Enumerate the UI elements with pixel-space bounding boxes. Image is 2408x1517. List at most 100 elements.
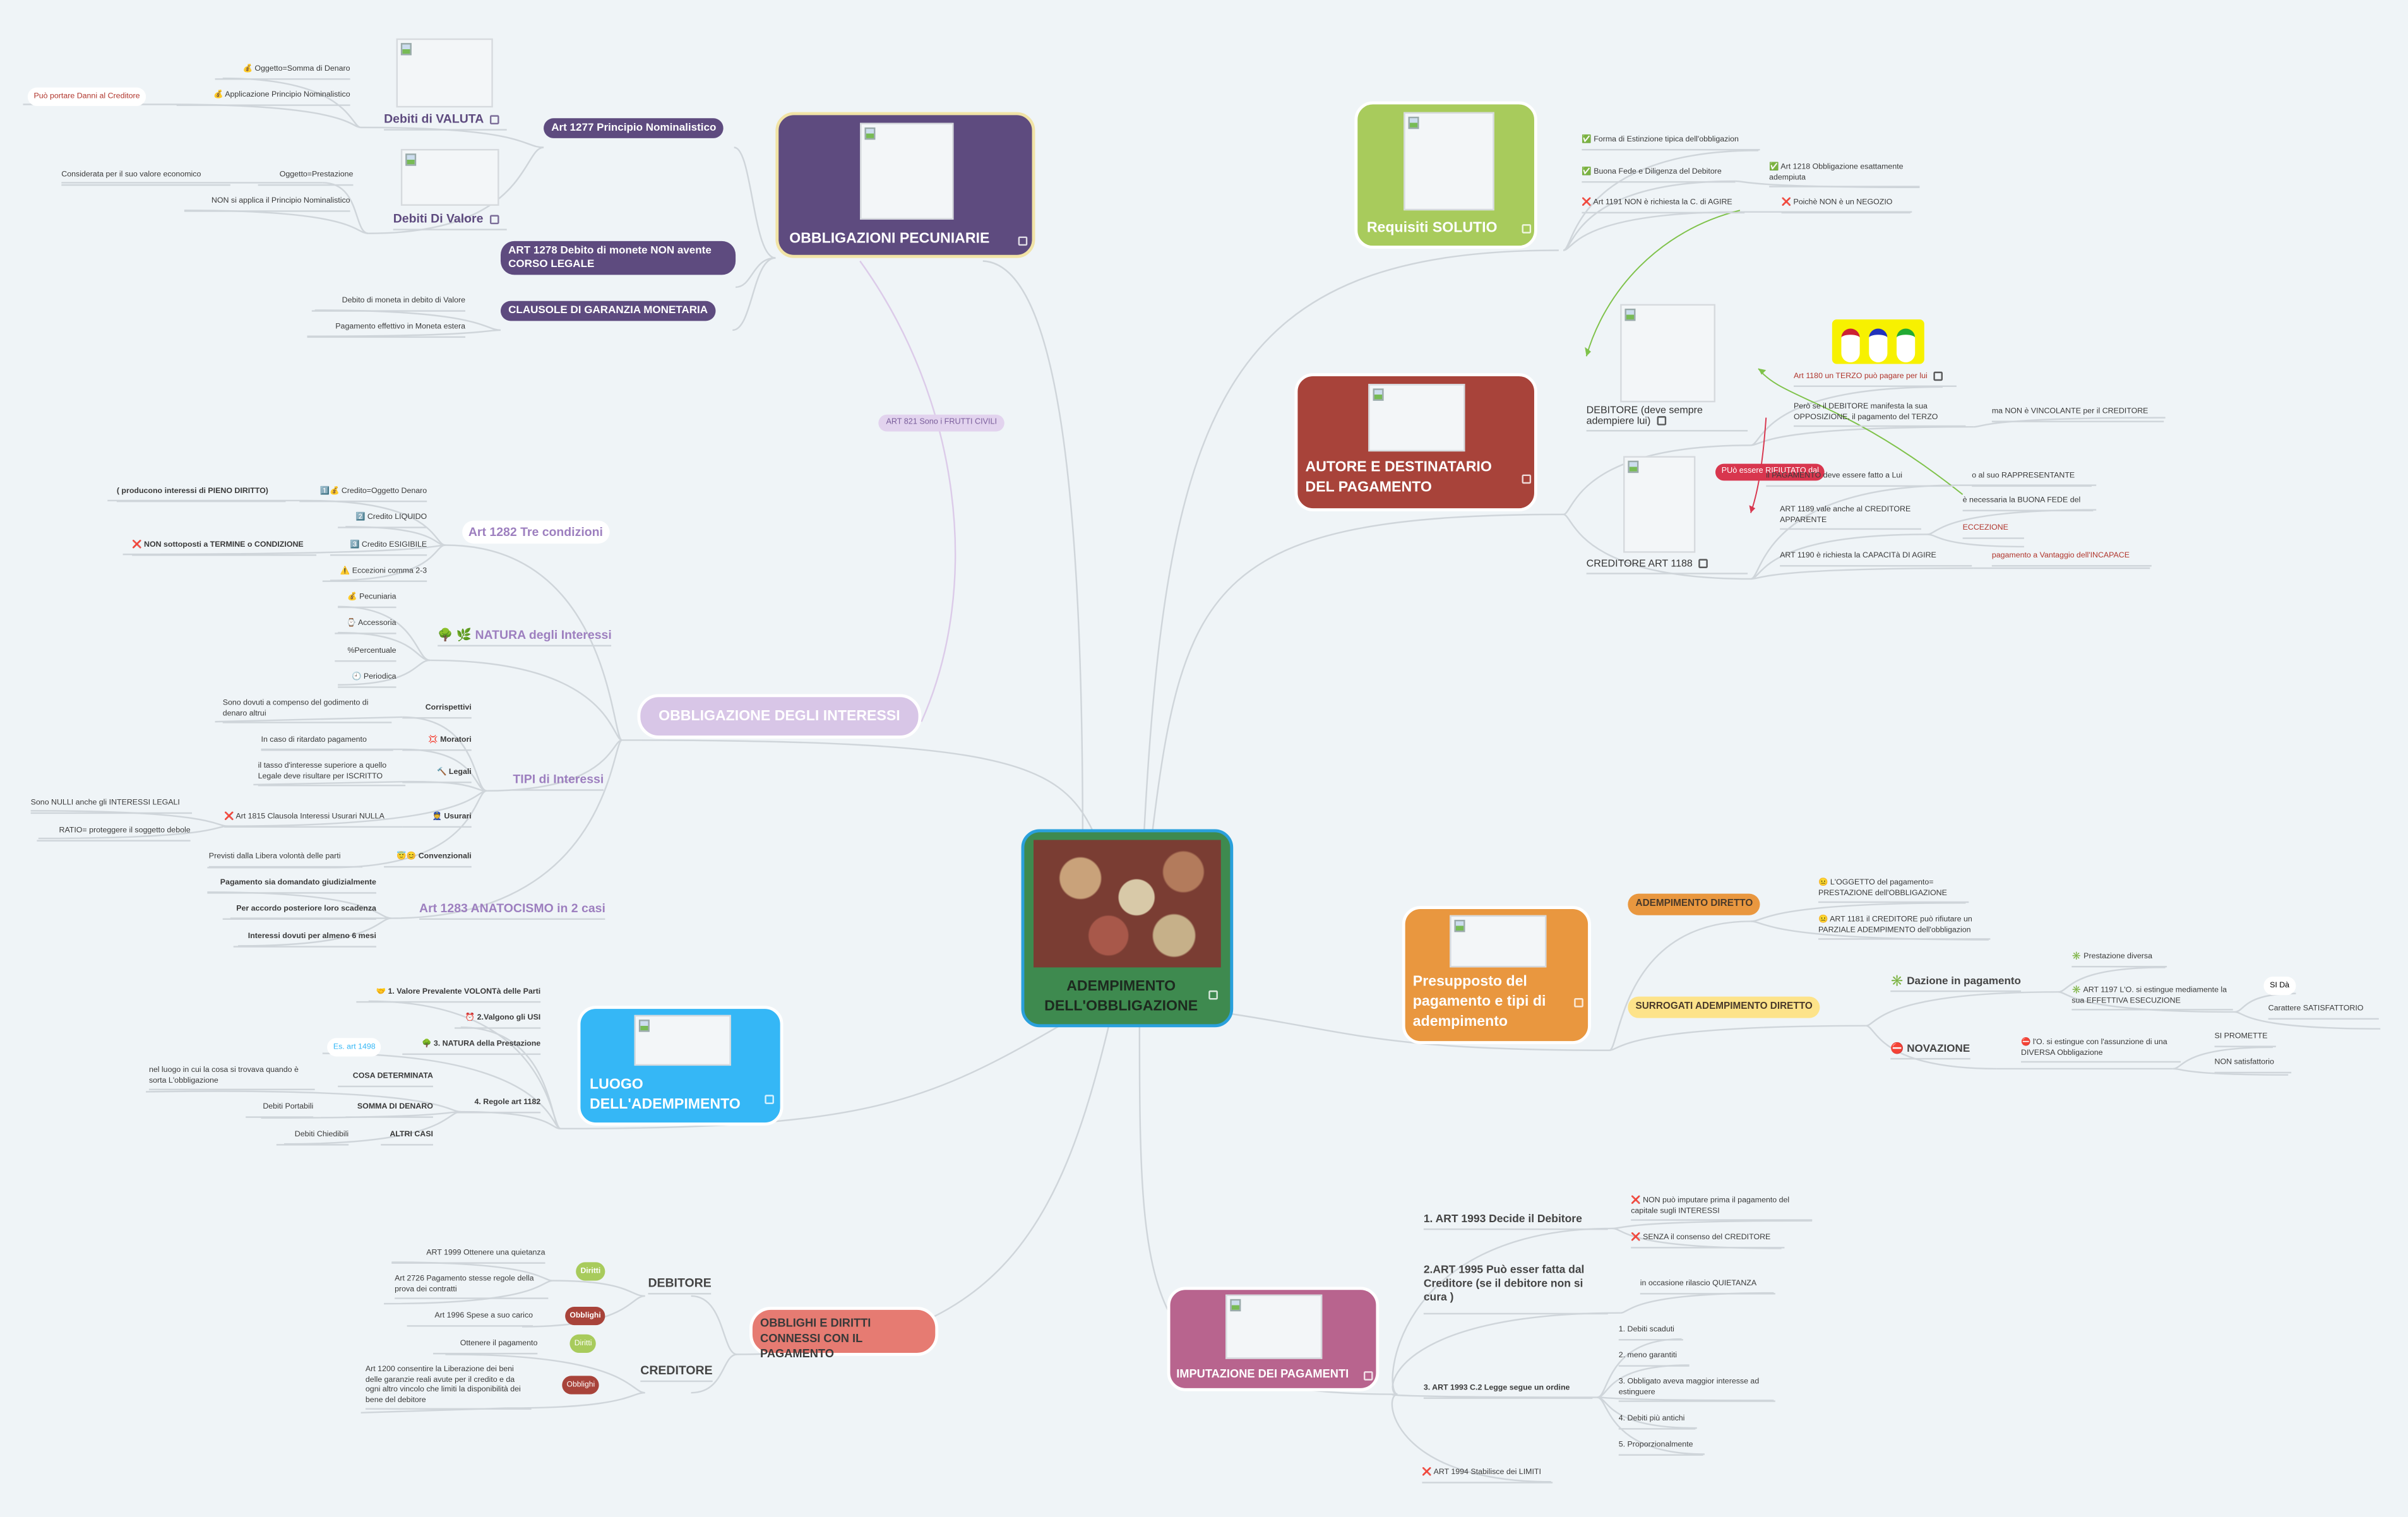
image-icon[interactable] xyxy=(1933,371,1943,381)
leaf[interactable]: 1️⃣💰 Credito=Oggetto Denaro xyxy=(299,487,427,502)
leaf[interactable]: NON satisfattorio xyxy=(2214,1058,2292,1073)
leaf[interactable]: 💢 Moratori xyxy=(402,735,472,751)
leaf[interactable]: Art 1996 Spese a suo carico xyxy=(407,1311,533,1326)
node-rifiutato[interactable]: PUò essere RIFIUTATO dal xyxy=(1715,463,1825,480)
leaf[interactable]: Oggetto=Prestazione xyxy=(258,170,354,186)
leaf[interactable]: nel luogo in cui la cosa si trovava quan… xyxy=(148,1066,315,1091)
leaf[interactable]: ❌ SENZA il consenso del CREDITORE xyxy=(1631,1233,1785,1248)
node-debitore-autore[interactable]: DEBITORE (deve sempre adempiere lui) xyxy=(1586,405,1748,432)
image-icon[interactable] xyxy=(1522,474,1532,484)
image-icon[interactable] xyxy=(1698,559,1708,569)
node-si-da[interactable]: SI Dà xyxy=(2263,977,2296,996)
leaf[interactable]: 💰 Pecuniaria xyxy=(338,593,396,608)
leaf[interactable]: SI PROMETTE xyxy=(2214,1032,2276,1047)
leaf[interactable]: ART 1189 vale anche al CREDITORE APPAREN… xyxy=(1780,505,1921,530)
node-creditore-1188[interactable]: CREDITORE ART 1188 xyxy=(1586,559,1748,574)
leaf-art-1180[interactable]: Art 1180 un TERZO può pagare per lui xyxy=(1794,371,1957,387)
central-topic[interactable]: ADEMPIMENTO DELL'OBBLIGAZIONE xyxy=(1021,829,1234,1028)
leaf[interactable]: 3️⃣ Credito ESIGIBILE xyxy=(330,540,427,556)
leaf[interactable]: Previsti dalla Libera volontà delle part… xyxy=(208,852,363,867)
leaf[interactable]: è necessaria la BUONA FEDE del xyxy=(1962,496,2094,511)
leaf[interactable]: Corrispettivi xyxy=(402,703,472,718)
leaf[interactable]: Ottenere il pagamento xyxy=(432,1339,538,1354)
leaf[interactable]: Sono dovuti a compenso del godimento di … xyxy=(222,699,392,724)
leaf[interactable]: 👮 Usurari xyxy=(402,812,472,828)
leaf[interactable]: 🔨 Legali xyxy=(402,768,472,783)
leaf[interactable]: ✅ Art 1218 Obbligazione esattamente adem… xyxy=(1769,163,1920,188)
leaf[interactable]: 😐 L'OGGETTO del pagamento= PRESTAZIONE d… xyxy=(1818,878,1969,903)
leaf[interactable]: COSA DETERMINATA xyxy=(338,1072,433,1087)
topic-luogo-adempimento[interactable]: LUOGO DELL'ADEMPIMENTO xyxy=(577,1006,784,1126)
leaf[interactable]: ❌ NON può imputare prima il pagamento de… xyxy=(1631,1196,1813,1222)
node-art-1282[interactable]: Art 1282 Tre condizioni xyxy=(462,520,609,544)
image-icon[interactable] xyxy=(1208,990,1218,1000)
topic-presupposto[interactable]: Presupposto del pagamento e tipi di adem… xyxy=(1402,906,1591,1045)
leaf[interactable]: Pagamento effettivo in Moneta estera xyxy=(307,323,466,338)
image-icon[interactable] xyxy=(490,115,499,124)
leaf[interactable]: Interessi dovuti per almeno 6 mesi xyxy=(233,932,376,947)
leaf[interactable]: 1. Debiti scaduti xyxy=(1618,1325,1683,1340)
note-es-art-1498[interactable]: Es. art 1498 xyxy=(327,1038,382,1057)
leaf[interactable]: 😐 ART 1181 il CREDITORE può rifiutare un… xyxy=(1818,915,1991,941)
topic-obblighi-diritti[interactable]: OBBLIGHI E DIRITTI CONNESSI CON IL PAGAM… xyxy=(749,1306,939,1361)
topic-obbligazioni-pecuniarie[interactable]: OBBLIGAZIONI PECUNIARIE xyxy=(775,112,1035,258)
node-natura-interessi[interactable]: 🌳 🌿 NATURA degli Interessi xyxy=(438,628,612,647)
leaf[interactable]: ⛔ l'O. si estingue con l'assunzione di u… xyxy=(2021,1038,2181,1063)
node-imputazione-r2[interactable]: 2.ART 1995 Può esser fatta dal Creditore… xyxy=(1423,1262,1608,1315)
node-novazione[interactable]: ⛔ NOVAZIONE xyxy=(1890,1043,1970,1060)
leaf[interactable]: 5. Proporzionalmente xyxy=(1618,1441,1703,1455)
leaf[interactable]: ART 1190 è richiesta la CAPACITà DI AGIR… xyxy=(1780,551,1972,566)
image-icon[interactable] xyxy=(1018,236,1028,246)
leaf[interactable]: Considerata per il suo valore economico xyxy=(61,170,230,186)
node-adempimento-diretto[interactable]: ADEMPIMENTO DIRETTO xyxy=(1628,893,1761,916)
leaf[interactable]: in occasione rilascio QUIETANZA xyxy=(1640,1279,1775,1294)
leaf[interactable]: ❌ NON sottoposti a TERMINE o CONDIZIONE xyxy=(132,540,317,556)
node-art-1277[interactable]: Art 1277 Principio Nominalistico xyxy=(544,118,724,139)
leaf[interactable]: ALTRI CASI xyxy=(381,1130,433,1145)
leaf[interactable]: 💰 Oggetto=Somma di Denaro xyxy=(215,64,350,80)
node-creditore[interactable]: CREDITORE xyxy=(640,1364,713,1383)
badge-diritti[interactable]: Diritti xyxy=(569,1334,597,1353)
leaf[interactable]: Per accordo posteriore loro scadenza xyxy=(222,905,376,920)
leaf[interactable]: %Percentuale xyxy=(335,646,396,662)
leaf[interactable]: In caso di ritardato pagamento xyxy=(261,735,393,751)
leaf[interactable]: ✅ Forma di Estinzione tipica dell'obblig… xyxy=(1582,135,1760,150)
leaf[interactable]: ❌ Poichè NON è un NEGOZIO xyxy=(1781,198,1910,213)
leaf[interactable]: ❌ Art 1815 Clausola Interessi Usurari NU… xyxy=(224,812,403,828)
leaf[interactable]: 💰 Applicazione Principio Nominalistico xyxy=(176,91,350,105)
leaf[interactable]: ( producono interessi di PIENO DIRITTO) xyxy=(116,487,286,502)
leaf[interactable]: 3. Obbligato aveva maggior interesse ad … xyxy=(1618,1377,1775,1403)
leaf[interactable]: ma NON è VINCOLANTE per il CREDITORE xyxy=(1991,407,2164,422)
image-icon[interactable] xyxy=(1574,998,1583,1008)
leaf[interactable]: 🤝 1. Valore Prevalente VOLONTà delle Par… xyxy=(356,987,541,1002)
leaf[interactable]: pagamento a Vantaggio dell'INCAPACE xyxy=(1991,551,2152,566)
leaf[interactable]: o al suo RAPPRESENTANTE xyxy=(1972,472,2092,487)
node-imputazione-r4[interactable]: ❌ ART 1994 Stabilisce dei LIMITI xyxy=(1422,1468,1553,1483)
leaf[interactable]: il PAGAMENTO deve essere fatto a Lui xyxy=(1766,472,1954,487)
leaf[interactable]: ART 1999 Ottenere una quietanza xyxy=(391,1249,545,1263)
leaf[interactable]: RATIO= proteggere il soggetto debole xyxy=(37,826,191,842)
leaf[interactable]: ✅ Buona Fede e Diligenza del Debitore xyxy=(1582,167,1736,182)
topic-requisiti-solutio[interactable]: Requisiti SOLUTIO xyxy=(1354,101,1537,249)
image-icon[interactable] xyxy=(1363,1371,1373,1381)
leaf[interactable]: 2. meno garantiti xyxy=(1618,1352,1690,1366)
leaf[interactable]: ⏰ 2.Valgono gli USI xyxy=(454,1013,541,1028)
leaf[interactable]: ✳️ ART 1197 L'O. si estingue mediamente … xyxy=(2071,986,2233,1011)
node-debitore[interactable]: DEBITORE xyxy=(648,1276,712,1295)
node-frutti-civili[interactable]: ART 821 Sono i FRUTTI CIVILI xyxy=(878,414,1005,431)
badge-obblighi[interactable]: Obblighi xyxy=(562,1376,600,1395)
badge-obblighi[interactable]: Obblighi xyxy=(565,1306,606,1326)
leaf[interactable]: 4. Debiti più antichi xyxy=(1618,1414,1696,1429)
leaf[interactable]: Però se il DEBITORE manifesta la sua OPP… xyxy=(1794,402,1966,427)
leaf[interactable]: ECCEZIONE xyxy=(1962,523,2024,538)
topic-imputazione[interactable]: IMPUTAZIONE DEI PAGAMENTI xyxy=(1167,1287,1380,1391)
node-surrogati[interactable]: SURROGATI ADEMPIMENTO DIRETTO xyxy=(1628,996,1820,1019)
leaf[interactable]: 🕘 Periodica xyxy=(338,672,396,687)
leaf[interactable]: Sono NULLI anche gli INTERESSI LEGALI xyxy=(30,799,193,814)
leaf[interactable]: 🌳 3. NATURA della Prestazione xyxy=(402,1040,541,1055)
topic-autore-destinatario[interactable]: AUTORE E DESTINATARIO DEL PAGAMENTO xyxy=(1294,373,1537,511)
badge-diritti[interactable]: Diritti xyxy=(576,1262,605,1281)
leaf[interactable]: Art 1200 consentire la Liberazione dei b… xyxy=(365,1365,532,1411)
node-art-1278[interactable]: ART 1278 Debito di monete NON avente COR… xyxy=(500,241,736,275)
image-icon[interactable] xyxy=(765,1095,774,1104)
